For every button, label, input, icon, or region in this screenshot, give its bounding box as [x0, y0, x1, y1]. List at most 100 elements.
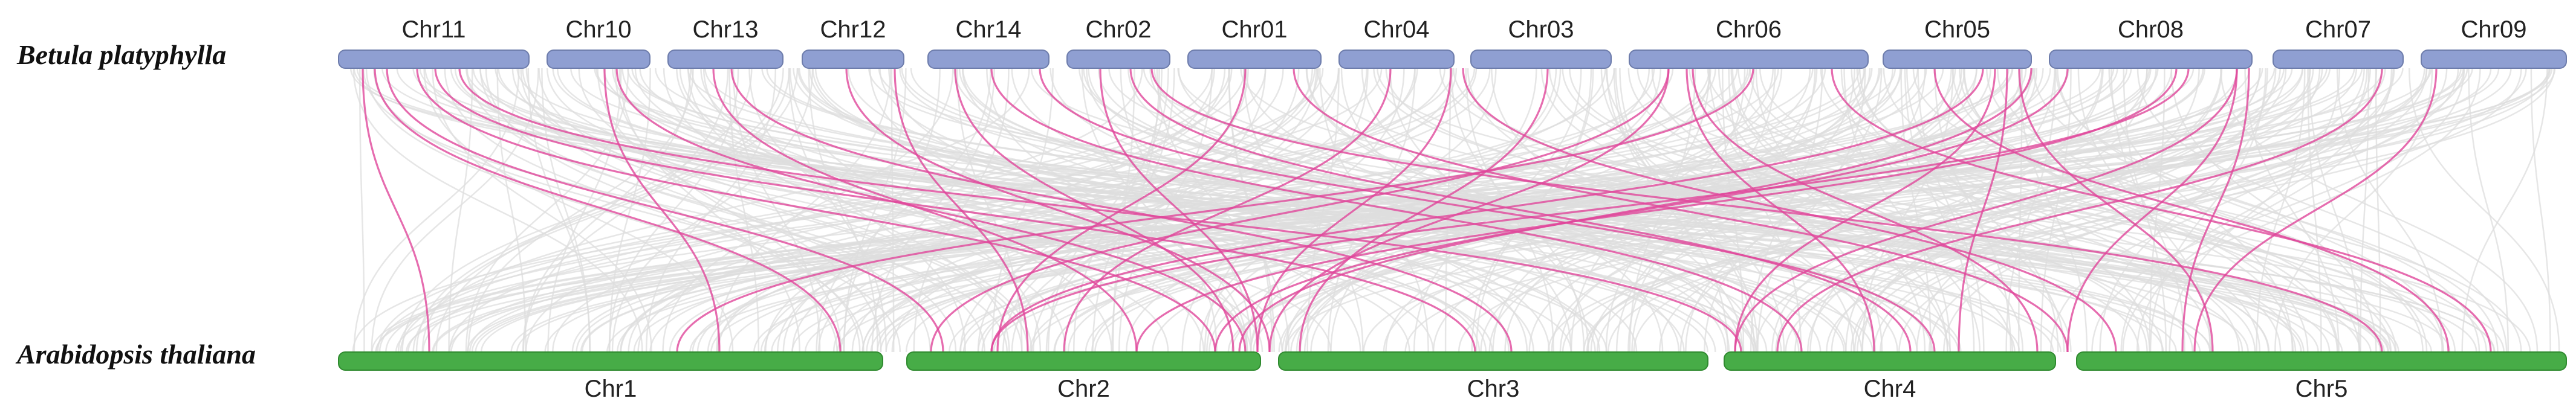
highlight-link	[1214, 68, 2069, 353]
top-chromosome-chr09	[2421, 50, 2567, 69]
background-link	[1548, 68, 2164, 353]
background-link	[371, 68, 2101, 353]
highlight-link	[434, 68, 1476, 353]
bottom-chromosome-chr2	[906, 351, 1261, 371]
top-chromosome-chr06	[1629, 50, 1869, 69]
top-chromosome-label-chr09: Chr09	[2461, 16, 2527, 43]
background-link	[412, 68, 2212, 353]
background-link	[1996, 68, 2428, 353]
background-link	[377, 68, 1213, 353]
background-link	[1856, 68, 2261, 353]
background-link	[480, 68, 2432, 353]
background-link	[2408, 68, 2560, 353]
highlight-link	[1776, 68, 2383, 353]
top-chromosome-label-chr01: Chr01	[1222, 16, 1288, 43]
background-link	[448, 68, 473, 353]
highlight-link	[1734, 68, 1996, 353]
background-link	[614, 68, 842, 353]
background-link	[2461, 68, 2548, 353]
background-link	[469, 68, 1896, 353]
background-link	[1458, 68, 2386, 353]
background-link	[962, 68, 2468, 353]
background-link	[525, 68, 1023, 353]
top-chromosome-label-chr12: Chr12	[820, 16, 886, 43]
background-link	[1562, 68, 2256, 353]
top-chromosome-chr05	[1883, 50, 2032, 69]
bottom-chromosome-label-chr5: Chr5	[2295, 376, 2348, 402]
background-link	[511, 68, 1169, 353]
background-link	[365, 68, 838, 353]
highlight-link	[2066, 68, 2238, 353]
bottom-chromosome-chr4	[1724, 351, 2056, 371]
top-chromosome-chr02	[1066, 50, 1170, 69]
highlight-link	[1299, 68, 1549, 353]
top-chromosome-label-chr14: Chr14	[956, 16, 1022, 43]
highlight-link	[2193, 68, 2438, 353]
background-link	[662, 68, 954, 353]
background-link	[1985, 68, 2424, 353]
background-link	[1120, 68, 1252, 353]
background-link	[748, 68, 966, 353]
background-link	[1373, 68, 2194, 353]
background-link	[412, 68, 1030, 353]
top-chromosome-chr10	[547, 50, 650, 69]
highlight-link	[1734, 68, 2238, 353]
top-chromosome-label-chr07: Chr07	[2305, 16, 2371, 43]
background-link	[1491, 68, 1744, 353]
background-link	[603, 68, 1716, 353]
background-link	[373, 68, 901, 353]
background-link	[1050, 68, 1680, 353]
background-link	[1854, 68, 2223, 353]
background-link	[634, 68, 1410, 353]
background-link	[1861, 68, 2148, 353]
background-link	[1707, 68, 2488, 353]
background-link	[676, 68, 1205, 353]
highlight-link	[2018, 68, 2214, 353]
background-link	[597, 68, 882, 353]
background-link	[840, 68, 1826, 353]
highlight-link	[1268, 68, 1670, 353]
background-link	[2120, 68, 2378, 353]
background-link	[1627, 68, 2148, 353]
highlight-link	[458, 68, 1742, 353]
background-link	[546, 68, 1264, 353]
background-link	[522, 68, 729, 353]
background-link	[2110, 68, 2185, 353]
background-link	[1771, 68, 2103, 353]
bottom-chromosome-chr3	[1278, 351, 1708, 371]
highlight-link	[1831, 68, 2492, 353]
background-link	[753, 68, 2331, 353]
highlight-link	[1685, 68, 1875, 353]
top-chromosome-label-chr04: Chr04	[1364, 16, 1430, 43]
background-link	[352, 68, 1383, 353]
background-link	[450, 68, 1708, 353]
background-link	[2033, 68, 2499, 353]
highlight-link	[362, 68, 430, 353]
highlight-link	[845, 68, 1271, 353]
background-link	[1708, 68, 1883, 353]
background-link	[2169, 68, 2341, 353]
highlight-link	[416, 68, 1216, 353]
background-link	[466, 68, 1332, 353]
highlight-links	[362, 68, 2492, 353]
top-chromosome-chr13	[667, 50, 784, 69]
highlight-link	[996, 68, 1247, 353]
highlight-link	[930, 68, 1670, 353]
background-link	[2468, 68, 2509, 353]
background-link	[1377, 68, 2531, 353]
background-link	[2530, 68, 2551, 353]
background-link	[977, 68, 1903, 353]
background-link	[716, 68, 892, 353]
background-link	[544, 68, 2010, 353]
background-link	[1240, 68, 2361, 353]
highlight-link	[386, 68, 944, 353]
highlight-link	[1256, 68, 1452, 353]
background-link	[1547, 68, 2555, 353]
background-link	[1755, 68, 2261, 353]
background-link	[1480, 68, 1963, 353]
background-link	[1631, 68, 1855, 353]
top-chromosome-label-chr08: Chr08	[2118, 16, 2184, 43]
top-chromosome-label-chr13: Chr13	[693, 16, 759, 43]
